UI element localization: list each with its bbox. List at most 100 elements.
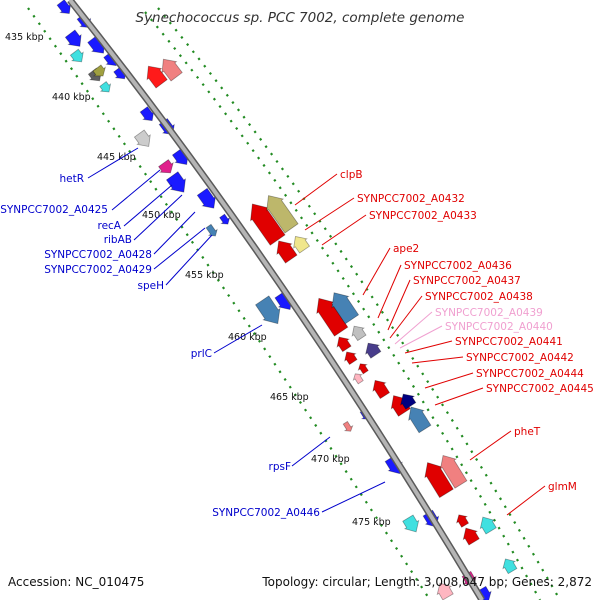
inner-callout-lines <box>87 147 386 513</box>
outer-gene-label: SYNPCC7002_A0440 <box>445 321 553 333</box>
kbp-tick-label: 460 kbp <box>228 332 267 343</box>
inner-callout-line <box>111 169 161 211</box>
inner-gene-arrow <box>99 81 112 93</box>
outer-gene-arrow <box>400 393 417 410</box>
inner-gene-arrow <box>133 129 151 147</box>
outer-callout-line <box>389 295 423 339</box>
inner-callout-line <box>153 211 196 255</box>
outer-gene-arrow <box>331 292 360 325</box>
outer-gene-arrow <box>365 342 382 359</box>
outer-callout-line <box>321 214 367 246</box>
kbp-tick-label: 445 kbp <box>97 152 136 163</box>
kbp-tick-label: 435 kbp <box>5 32 44 43</box>
inner-gene-label: speH <box>138 280 165 292</box>
inner-callout-line <box>123 184 173 227</box>
outer-gene-label: SYNPCC7002_A0441 <box>455 336 563 348</box>
outer-gene-label: SYNPCC7002_A0438 <box>425 291 533 303</box>
inner-callout-line <box>87 147 139 179</box>
inner-callout-line <box>153 227 206 270</box>
inner-callout-line <box>133 194 183 241</box>
outer-callout-line <box>362 247 391 296</box>
outer-callout-line <box>294 173 338 206</box>
outer-gene-arrow <box>316 297 349 337</box>
outer-callout-line <box>399 325 443 349</box>
outer-callout-line <box>394 311 433 345</box>
outer-gene-arrow <box>161 58 183 82</box>
outer-gene-arrow <box>357 363 369 375</box>
outer-gene-arrow <box>266 195 299 234</box>
outer-callout-line <box>387 279 411 331</box>
outer-gene-arrow <box>439 455 468 489</box>
ruler-tracks <box>27 7 561 600</box>
outer-gene-label: glmM <box>548 481 577 493</box>
inner-gene-arrow <box>205 223 218 237</box>
outer-gene-label: SYNPCC7002_A0437 <box>413 275 521 287</box>
inner-callout-line <box>165 234 213 286</box>
inner-callout-line <box>291 436 331 467</box>
outer-gene-arrow <box>372 379 391 400</box>
inner-gene-label: SYNPCC7002_A0425 <box>0 204 108 216</box>
inner-gene-arrow <box>92 64 106 77</box>
inner-gene-arrow <box>402 514 420 533</box>
outer-gene-label: ape2 <box>393 243 419 255</box>
outer-gene-arrow <box>146 65 168 89</box>
outer-gene-label: pheT <box>514 426 541 438</box>
inner-gene-arrow <box>56 0 72 14</box>
outer-callout-line <box>424 372 474 389</box>
outer-gene-arrow <box>344 351 358 366</box>
outer-callout-lines <box>294 173 546 516</box>
outer-callout-line <box>469 430 512 461</box>
outer-gene-label: SYNPCC7002_A0442 <box>466 352 574 364</box>
inner-gene-label: SYNPCC7002_A0429 <box>44 264 152 276</box>
topology-label: Topology: circular; Length: 3,008,047 bp… <box>262 575 592 589</box>
inner-gene-arrow <box>342 420 354 432</box>
inner-gene-arrow <box>219 213 231 225</box>
genome-backbone <box>67 0 486 600</box>
outer-gene-label: SYNPCC7002_A0439 <box>435 307 543 319</box>
inner-gene-arrow <box>158 159 174 174</box>
inner-gene-label: SYNPCC7002_A0428 <box>44 249 152 261</box>
inner-gene-arrow <box>64 29 82 47</box>
inner-gene-arrow <box>139 106 155 122</box>
inner-gene-arrow <box>165 171 186 193</box>
inner-callout-line <box>213 324 263 354</box>
outer-gene-arrow <box>424 462 454 499</box>
accession-label: Accession: NC_010475 <box>8 575 145 589</box>
outer-gene-track <box>146 58 518 600</box>
inner-gene-label: recA <box>97 220 121 232</box>
inner-gene-label: prlC <box>191 348 212 360</box>
outer-gene-label: SYNPCC7002_A0444 <box>476 368 584 380</box>
kbp-tick-label: 440 kbp <box>52 92 91 103</box>
outer-callout-line <box>434 387 484 406</box>
kbp-tick-label: 450 kbp <box>142 210 181 221</box>
outer-callout-line <box>411 356 464 364</box>
outer-callout-line <box>304 197 355 231</box>
outer-gene-arrow <box>293 235 311 254</box>
outer-gene-arrow <box>408 406 432 434</box>
outer-callout-line <box>404 340 453 354</box>
kbp-tick-label: 475 kbp <box>352 517 391 528</box>
outer-gene-labels: clpBSYNPCC7002_A0432SYNPCC7002_A0433ape2… <box>340 169 594 493</box>
inner-gene-arrow <box>69 48 84 63</box>
inner-gene-arrow <box>255 295 281 325</box>
inner-gene-label: hetR <box>59 173 84 185</box>
outer-callout-line <box>377 264 402 319</box>
outer-gene-arrow <box>462 527 480 546</box>
outer-gene-arrow <box>436 582 454 600</box>
outer-callout-line <box>506 485 546 516</box>
kbp-tick-label: 465 kbp <box>270 392 309 403</box>
kbp-tick-label: 470 kbp <box>311 454 350 465</box>
outer-gene-arrow <box>479 516 497 535</box>
inner-gene-label: rpsF <box>269 461 292 473</box>
outer-gene-arrow <box>455 514 470 528</box>
outer-gene-label: SYNPCC7002_A0436 <box>404 260 512 272</box>
outer-gene-label: clpB <box>340 169 363 181</box>
outer-gene-label: SYNPCC7002_A0445 <box>486 383 594 395</box>
outer-gene-arrow <box>352 373 364 385</box>
outer-gene-arrow <box>276 240 298 264</box>
inner-gene-label: ribAB <box>104 234 132 246</box>
outer-gene-label: SYNPCC7002_A0432 <box>357 193 465 205</box>
outer-gene-arrow <box>336 336 352 353</box>
